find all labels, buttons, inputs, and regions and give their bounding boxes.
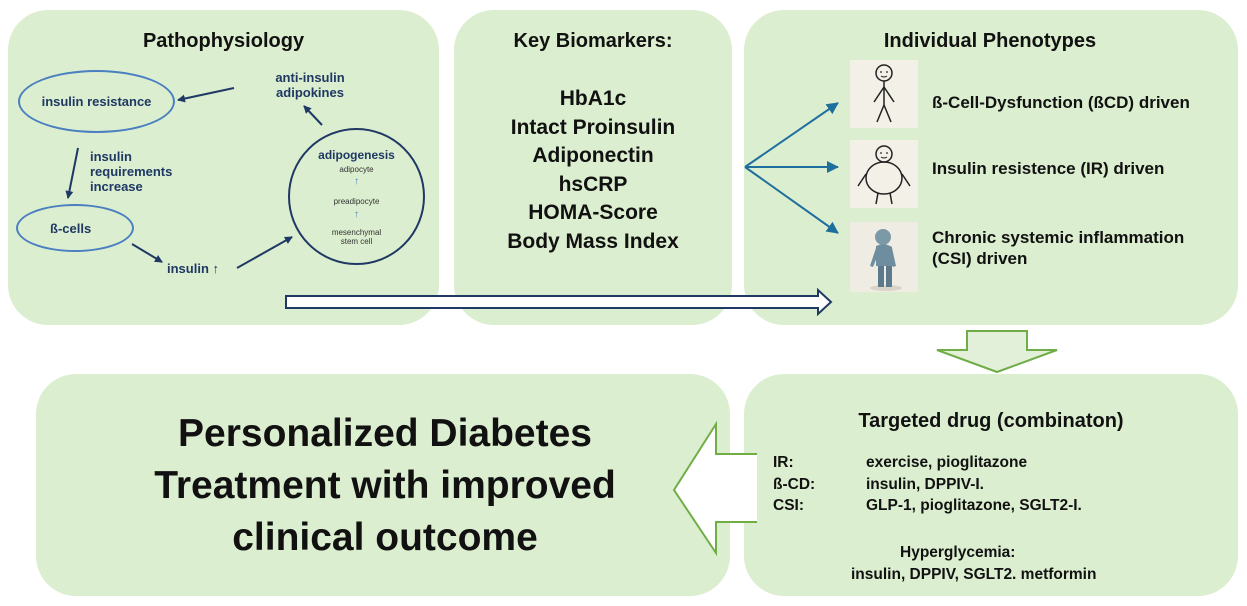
insulin-resistance-oval: insulin resistance — [18, 70, 175, 133]
drug-row-bcd-key: ß-CD: — [773, 476, 816, 493]
phenotype-label-ir: Insulin resistence (IR) driven — [932, 159, 1165, 178]
phenotype-label-csi: Chronic systemic inflammation (CSI) driv… — [932, 228, 1185, 268]
drug-row-csi-value: GLP-1, pioglitazone, SGLT2-I. — [866, 497, 1082, 514]
biomarker-list: HbA1c Intact Proinsulin Adiponectin hsCR… — [454, 85, 732, 257]
insulin-up-label: insulin ↑ — [167, 261, 219, 276]
pathophysiology-title: Pathophysiology — [142, 30, 305, 52]
inflamed-figure-icon — [850, 222, 918, 292]
drug-row-bcd-value: insulin, DPPIV-I. — [866, 476, 984, 493]
adipogenesis-title: adipogenesis — [318, 148, 395, 162]
arrow-ir-to-beta — [65, 147, 79, 199]
treatment-panel — [36, 374, 730, 596]
mesenchymal-label: mesenchymal stem cell — [331, 228, 382, 246]
preadipocyte-label: preadipocyte — [333, 197, 380, 206]
adipogenesis-circle: adipogenesis adipocyte ↑ preadipocyte ↑ … — [288, 128, 425, 265]
biomarkers-panel — [454, 10, 732, 325]
biomarker-item: Body Mass Index — [507, 229, 679, 253]
up-arrow-icon: ↑ — [354, 176, 359, 187]
arrow-adipokines-to-ir — [177, 87, 235, 103]
arrow-beta-to-insulin — [131, 243, 163, 263]
biomarker-item: hsCRP — [558, 172, 628, 196]
biomarker-item: Intact Proinsulin — [510, 115, 676, 139]
up-arrow-icon: ↑ — [354, 209, 359, 220]
thin-stick-figure-icon — [850, 60, 918, 128]
insulin-resistance-label: insulin resistance — [41, 94, 152, 109]
hyperglycemia-title: Hyperglycemia: — [900, 544, 1016, 561]
biomarker-item: Adiponectin — [532, 144, 654, 168]
arrow-adipogenesis-to-adipokines — [303, 105, 323, 126]
biomarker-item: HbA1c — [559, 87, 627, 110]
biomarkers-title: Key Biomarkers: — [513, 30, 673, 52]
phenotype-label-bcd: ß-Cell-Dysfunction (ßCD) driven — [932, 93, 1190, 112]
arrow-to-phenotype-1 — [744, 102, 839, 168]
insulin-requirements-text: insulin requirements increase — [90, 149, 173, 194]
hollow-long-arrow — [285, 287, 833, 317]
treatment-title: Personalized Diabetes Treatment with imp… — [154, 412, 616, 559]
phenotypes-title: Individual Phenotypes — [883, 30, 1097, 52]
anti-insulin-adipokines-text: anti-insulin adipokines — [275, 70, 345, 100]
biomarker-item: HOMA-Score — [528, 201, 658, 225]
beta-cells-oval: ß-cells — [16, 204, 134, 252]
green-down-arrow — [936, 330, 1058, 374]
beta-cells-label: ß-cells — [50, 220, 92, 236]
hyperglycemia-value: insulin, DPPIV, SGLT2. metformin — [851, 566, 1097, 583]
drug-row-ir-value: exercise, pioglitazone — [866, 454, 1028, 471]
drug-row-csi-key: CSI: — [773, 497, 804, 514]
obese-stick-figure-icon — [850, 140, 918, 208]
drug-title: Targeted drug (combinaton) — [858, 410, 1124, 432]
adipocyte-label: adipocyte — [339, 165, 374, 174]
drug-panel — [744, 374, 1238, 596]
green-left-arrow — [672, 420, 757, 557]
drug-row-ir-key: IR: — [773, 454, 794, 471]
arrow-insulin-to-adipogenesis — [236, 236, 293, 269]
arrow-to-phenotype-3 — [744, 166, 839, 234]
